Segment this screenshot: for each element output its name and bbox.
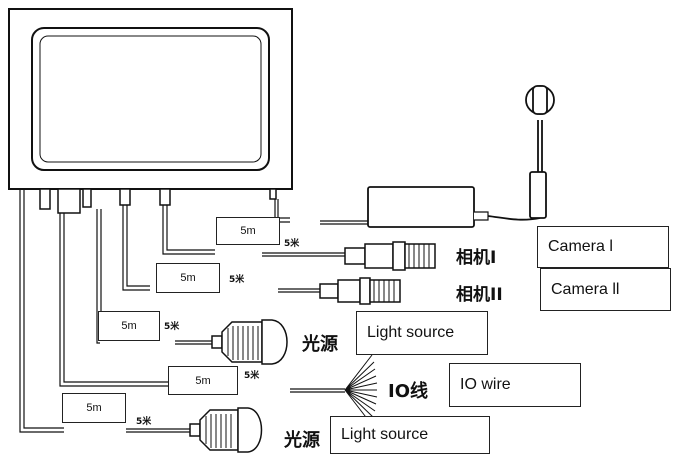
cable-length-box: 5m xyxy=(156,263,220,293)
length-mark: 5米 xyxy=(136,417,152,427)
cable-length-box: 5m xyxy=(168,366,238,395)
cable-length-box: 5m xyxy=(216,217,280,245)
light-source-1-chinese-label: 光源 xyxy=(302,334,338,355)
io-wire-chinese-label: IO线 xyxy=(388,381,428,402)
cable-length-box: 5m xyxy=(98,311,160,341)
length-mark: 5米 xyxy=(229,275,245,285)
camera1-label: Camera l xyxy=(537,226,669,268)
monitor-connectors xyxy=(39,188,277,214)
light-source-2 xyxy=(189,407,263,453)
light-source-1 xyxy=(211,319,288,365)
power-adapter xyxy=(367,85,555,228)
io-wire-fan xyxy=(344,354,378,426)
light-source-2-label: Light source xyxy=(330,416,490,454)
light-source-2-chinese-label: 光源 xyxy=(284,430,320,451)
length-mark: 5米 xyxy=(164,322,180,332)
camera2-chinese-label: 相机II xyxy=(456,285,503,305)
camera1-chinese-label: 相机I xyxy=(456,248,497,268)
monitor xyxy=(8,8,293,190)
light-source-1-label: Light source xyxy=(356,311,488,355)
camera1-connector xyxy=(344,241,436,271)
cable-length-box: 5m xyxy=(62,393,126,423)
camera2-label: Camera ll xyxy=(540,268,671,311)
length-mark: 5米 xyxy=(284,239,300,249)
length-mark: 5米 xyxy=(244,371,260,381)
cables xyxy=(19,189,370,433)
camera2-connector xyxy=(319,277,401,305)
io-wire-label: IO wire xyxy=(449,363,581,407)
